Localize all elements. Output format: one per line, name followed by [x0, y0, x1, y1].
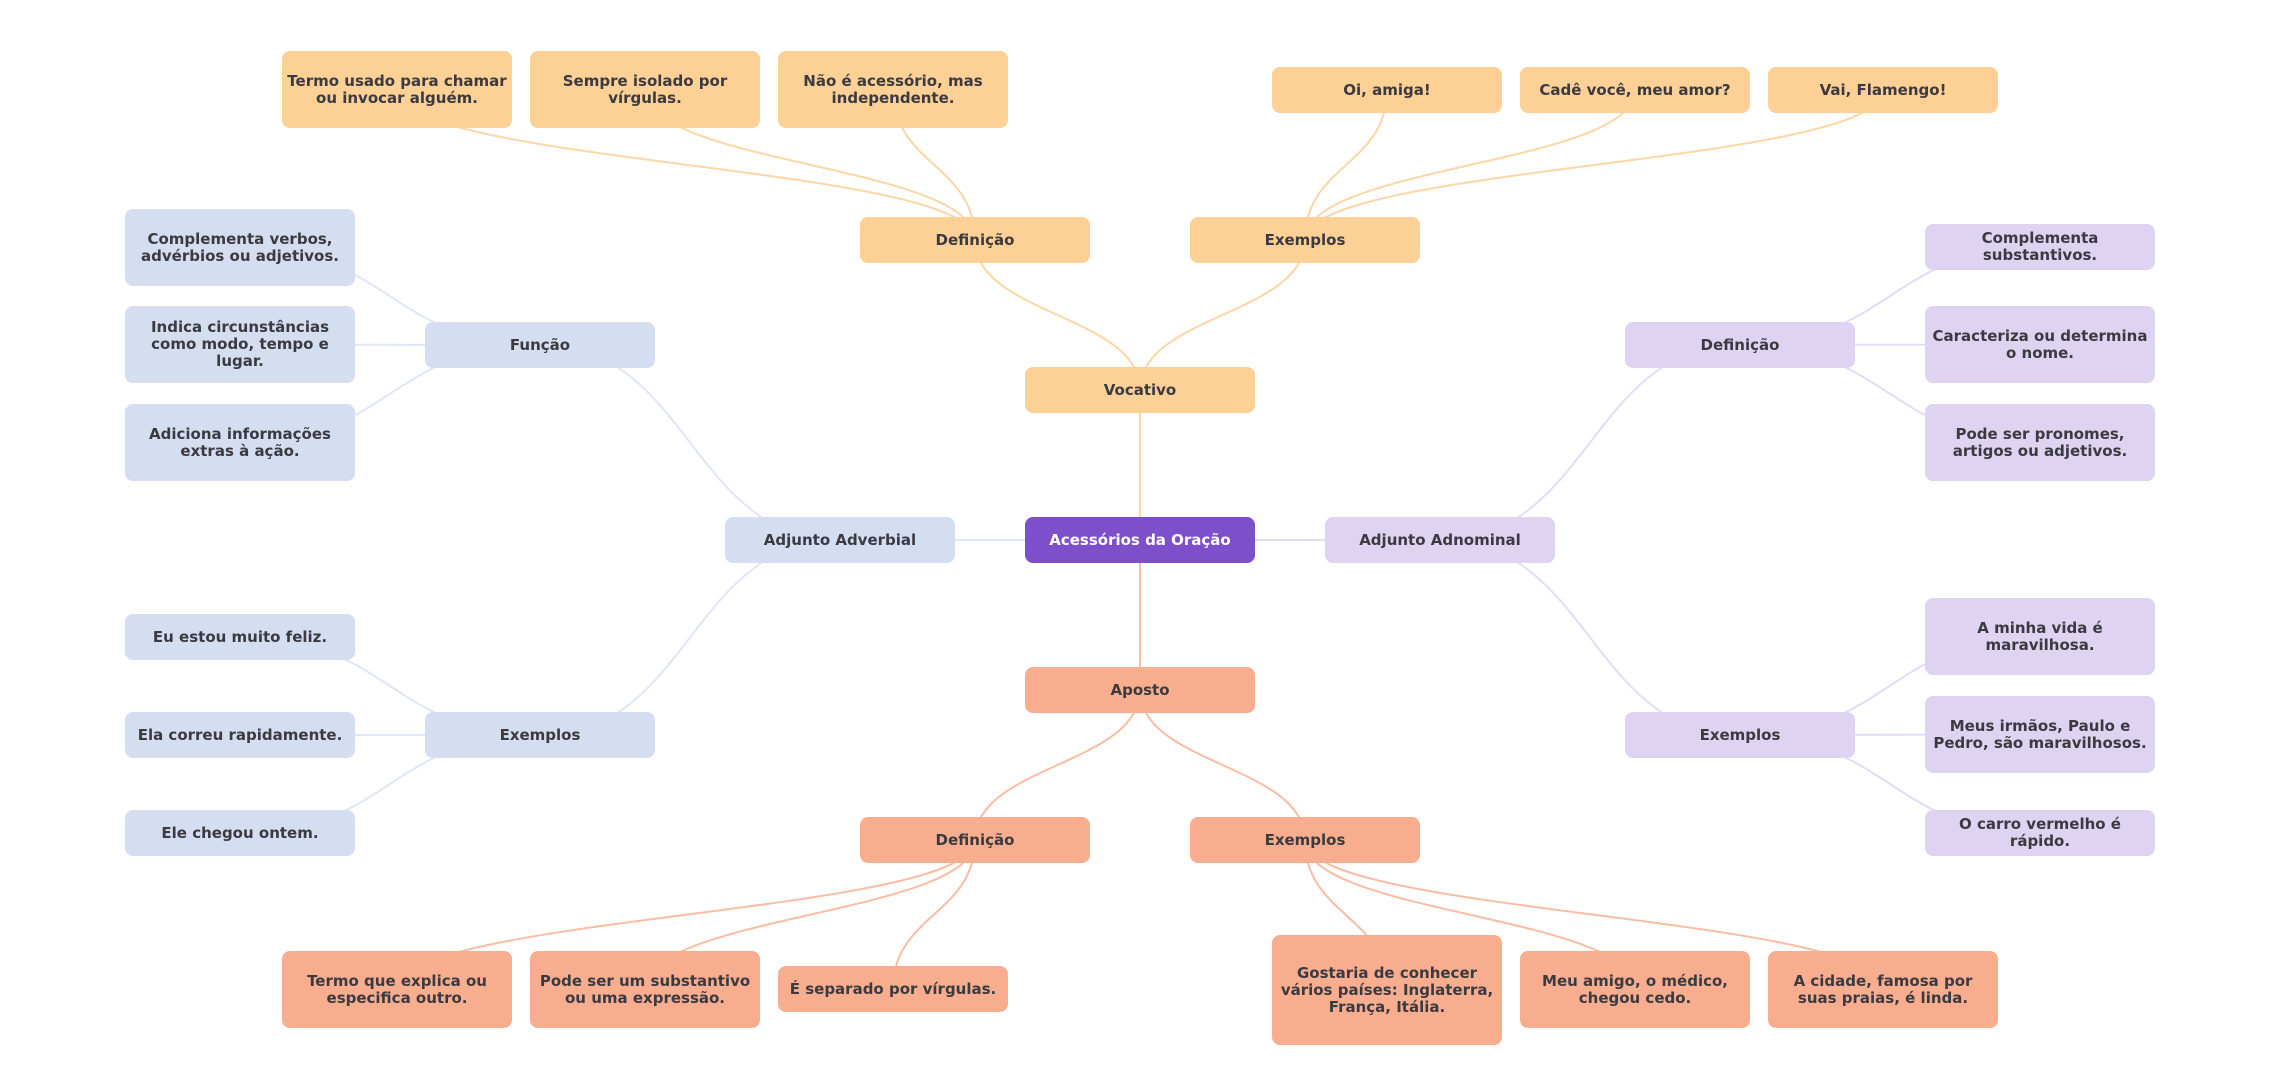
node-label: Indica circunstâncias como modo, tempo e…: [150, 318, 330, 370]
node-label: Pode ser um substantivo ou uma expressão…: [539, 971, 751, 1007]
connector-line: [1139, 689, 1306, 841]
vocativo-exemplo-item[interactable]: Cadê você, meu amor?: [1520, 67, 1750, 113]
adverbial-exemplo-item[interactable]: Ela correu rapidamente.: [125, 712, 355, 758]
adnominal-exemplo-item[interactable]: Meus irmãos, Paulo e Pedro, são maravilh…: [1925, 696, 2155, 773]
node-label: O carro vermelho é rápido.: [1959, 815, 2121, 850]
node-label: Exemplos: [1264, 230, 1346, 249]
connector-line: [974, 239, 1141, 391]
connector-line: [1304, 89, 1388, 241]
node-label: Gostaria de conhecer vários países: Ingl…: [1280, 963, 1494, 1016]
node-label: Não é acessório, mas independente.: [803, 71, 983, 107]
adverbial-funcao-node[interactable]: Função: [425, 322, 655, 368]
adverbial-exemplo-item[interactable]: Ele chegou ontem.: [125, 810, 355, 856]
connector-line: [974, 689, 1141, 841]
node-label: Vai, Flamengo!: [1819, 80, 1947, 99]
connector-line: [1439, 539, 1741, 736]
vocativo-definicao-item[interactable]: Sempre isolado por vírgulas.: [530, 51, 760, 128]
branch-adjunto-adnominal[interactable]: Adjunto Adnominal: [1325, 517, 1555, 563]
branch-aposto[interactable]: Aposto: [1025, 667, 1255, 713]
adverbial-exemplos-node[interactable]: Exemplos: [425, 712, 655, 758]
node-label: Exemplos: [1264, 830, 1346, 849]
aposto-definicao-item[interactable]: Pode ser um substantivo ou uma expressão…: [530, 951, 760, 1028]
aposto-exemplo-item[interactable]: Meu amigo, o médico, chegou cedo.: [1520, 951, 1750, 1028]
branch-label: Adjunto Adverbial: [763, 530, 917, 549]
node-label: Complementa substantivos.: [1981, 229, 2099, 264]
connector-line: [1139, 239, 1306, 391]
connector-line: [892, 839, 976, 990]
aposto-exemplos-node[interactable]: Exemplos: [1190, 817, 1420, 863]
node-label: Termo que explica ou especifica outro.: [307, 971, 487, 1007]
node-label: Termo usado para chamar ou invocar algué…: [287, 71, 507, 107]
node-label: Definição: [935, 830, 1015, 849]
adverbial-funcao-item[interactable]: Complementa verbos, advérbios ou adjetiv…: [125, 209, 355, 286]
connector-line: [1304, 89, 1884, 241]
vocativo-definicao-item[interactable]: Não é acessório, mas independente.: [778, 51, 1008, 128]
connector-line: [539, 539, 841, 736]
node-label: Cadê você, meu amor?: [1539, 80, 1731, 99]
node-label: Eu estou muito feliz.: [152, 627, 328, 646]
branch-label: Aposto: [1110, 680, 1170, 699]
node-label: Ele chegou ontem.: [161, 823, 319, 842]
aposto-exemplo-item[interactable]: Gostaria de conhecer vários países: Ingl…: [1272, 935, 1502, 1045]
adverbial-funcao-item[interactable]: Adiciona informações extras à ação.: [125, 404, 355, 481]
node-label: Função: [509, 335, 571, 354]
connector-line: [539, 344, 841, 541]
node-label: Definição: [935, 230, 1015, 249]
node-label: Caracteriza ou determina o nome.: [1932, 326, 2148, 362]
vocativo-exemplos-node[interactable]: Exemplos: [1190, 217, 1420, 263]
adnominal-definicao-item[interactable]: Caracteriza ou determina o nome.: [1925, 306, 2155, 383]
vocativo-definicao-item[interactable]: Termo usado para chamar ou invocar algué…: [282, 51, 512, 128]
aposto-definicao-item[interactable]: Termo que explica ou especifica outro.: [282, 951, 512, 1028]
adverbial-funcao-item[interactable]: Indica circunstâncias como modo, tempo e…: [125, 306, 355, 383]
connector-line: [1304, 89, 1636, 241]
node-label: Meu amigo, o médico, chegou cedo.: [1542, 971, 1728, 1007]
branch-adjunto-adverbial[interactable]: Adjunto Adverbial: [725, 517, 955, 563]
vocativo-exemplo-item[interactable]: Vai, Flamengo!: [1768, 67, 1998, 113]
aposto-definicao-node[interactable]: Definição: [860, 817, 1090, 863]
adverbial-exemplo-item[interactable]: Eu estou muito feliz.: [125, 614, 355, 660]
vocativo-exemplo-item[interactable]: Oi, amiga!: [1272, 67, 1502, 113]
node-label: É separado por vírgulas.: [789, 979, 997, 998]
node-label: Meus irmãos, Paulo e Pedro, são maravilh…: [1933, 716, 2147, 752]
aposto-exemplo-item[interactable]: A cidade, famosa por suas praias, é lind…: [1768, 951, 1998, 1028]
connector-line: [1439, 344, 1741, 541]
node-label: Exemplos: [499, 725, 581, 744]
adnominal-exemplo-item[interactable]: O carro vermelho é rápido.: [1925, 810, 2155, 856]
branch-label: Vocativo: [1103, 380, 1177, 399]
node-label: A cidade, famosa por suas praias, é lind…: [1793, 971, 1973, 1007]
adnominal-exemplos-node[interactable]: Exemplos: [1625, 712, 1855, 758]
node-label: Sempre isolado por vírgulas.: [562, 71, 728, 107]
aposto-definicao-item[interactable]: É separado por vírgulas.: [778, 966, 1008, 1012]
branch-label: Adjunto Adnominal: [1359, 530, 1521, 549]
node-label: A minha vida é maravilhosa.: [1977, 618, 2103, 654]
node-label: Ela correu rapidamente.: [137, 725, 343, 744]
vocativo-definicao-node[interactable]: Definição: [860, 217, 1090, 263]
branch-vocativo[interactable]: Vocativo: [1025, 367, 1255, 413]
adnominal-definicao-item[interactable]: Pode ser pronomes, artigos ou adjetivos.: [1925, 404, 2155, 481]
node-label: Adiciona informações extras à ação.: [149, 424, 331, 460]
adnominal-exemplo-item[interactable]: A minha vida é maravilhosa.: [1925, 598, 2155, 675]
node-label: Oi, amiga!: [1343, 80, 1431, 99]
root-label: Acessórios da Oração: [1049, 530, 1231, 549]
adnominal-definicao-item[interactable]: Complementa substantivos.: [1925, 224, 2155, 270]
node-label: Pode ser pronomes, artigos ou adjetivos.: [1952, 424, 2128, 460]
node-label: Exemplos: [1699, 725, 1781, 744]
adnominal-definicao-node[interactable]: Definição: [1625, 322, 1855, 368]
node-label: Complementa verbos, advérbios ou adjetiv…: [141, 229, 339, 265]
root-node[interactable]: Acessórios da Oração: [1025, 517, 1255, 563]
node-label: Definição: [1700, 335, 1780, 354]
